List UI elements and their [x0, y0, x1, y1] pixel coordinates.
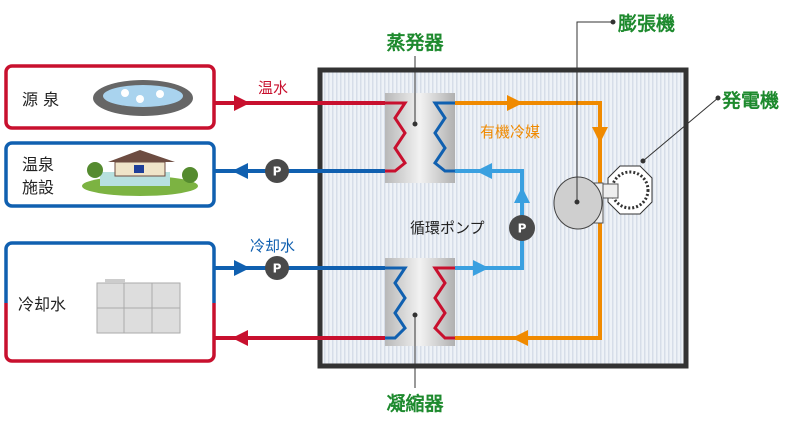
refrigerant-arrow-left	[512, 330, 528, 346]
hot-water-arrow	[234, 95, 250, 111]
cooling-water-pump: P	[265, 256, 289, 280]
facility-label-1: 温泉	[22, 155, 54, 174]
condenser-coil-right	[432, 266, 455, 340]
cooling-water-out-arrow	[232, 330, 248, 346]
svg-text:P: P	[273, 262, 282, 276]
cooling-water-box-bottom	[4, 303, 216, 363]
generator-icon	[597, 165, 653, 215]
hot-water-label: 温水	[258, 79, 288, 97]
evaporator-label: 蒸発器	[386, 31, 444, 54]
evaporator-coil-left	[385, 101, 408, 173]
circulation-pump: P	[509, 215, 535, 241]
leader-lines	[412, 19, 721, 388]
evaporator-coil-right	[432, 101, 455, 173]
circulation-arrow-up	[514, 187, 530, 203]
onsen-facility-icon	[82, 150, 198, 196]
hot-spring-pool-icon	[93, 80, 193, 116]
facility-label-2: 施設	[22, 178, 54, 197]
cooling-water-box-label: 冷却水	[18, 295, 66, 314]
expander-label: 膨張機	[617, 12, 675, 35]
circulation-pump-label: 循環ポンプ	[410, 219, 485, 237]
return-water-arrow	[232, 163, 248, 179]
cooling-water-flow-label: 冷却水	[250, 237, 295, 255]
source-label: 源 泉	[22, 90, 59, 109]
cooling-water-in-arrow	[234, 260, 250, 276]
refrigerant-arrow-right	[507, 95, 523, 111]
organic-refrigerant-label: 有機冷媒	[480, 123, 540, 141]
water-tank-icon	[96, 279, 181, 334]
condenser-body	[385, 258, 455, 346]
svg-text:P: P	[518, 222, 527, 236]
generator-label: 発電機	[721, 89, 779, 112]
svg-text:P: P	[273, 165, 282, 179]
circulation-arrow-left	[476, 163, 492, 179]
condenser-label: 凝縮器	[386, 392, 444, 415]
condenser-coil-left	[385, 266, 408, 340]
facility-pump: P	[265, 159, 289, 183]
plant-unit-frame	[317, 67, 689, 369]
refrigerant-arrow-down	[592, 127, 608, 143]
circulation-arrow-right	[473, 260, 489, 276]
